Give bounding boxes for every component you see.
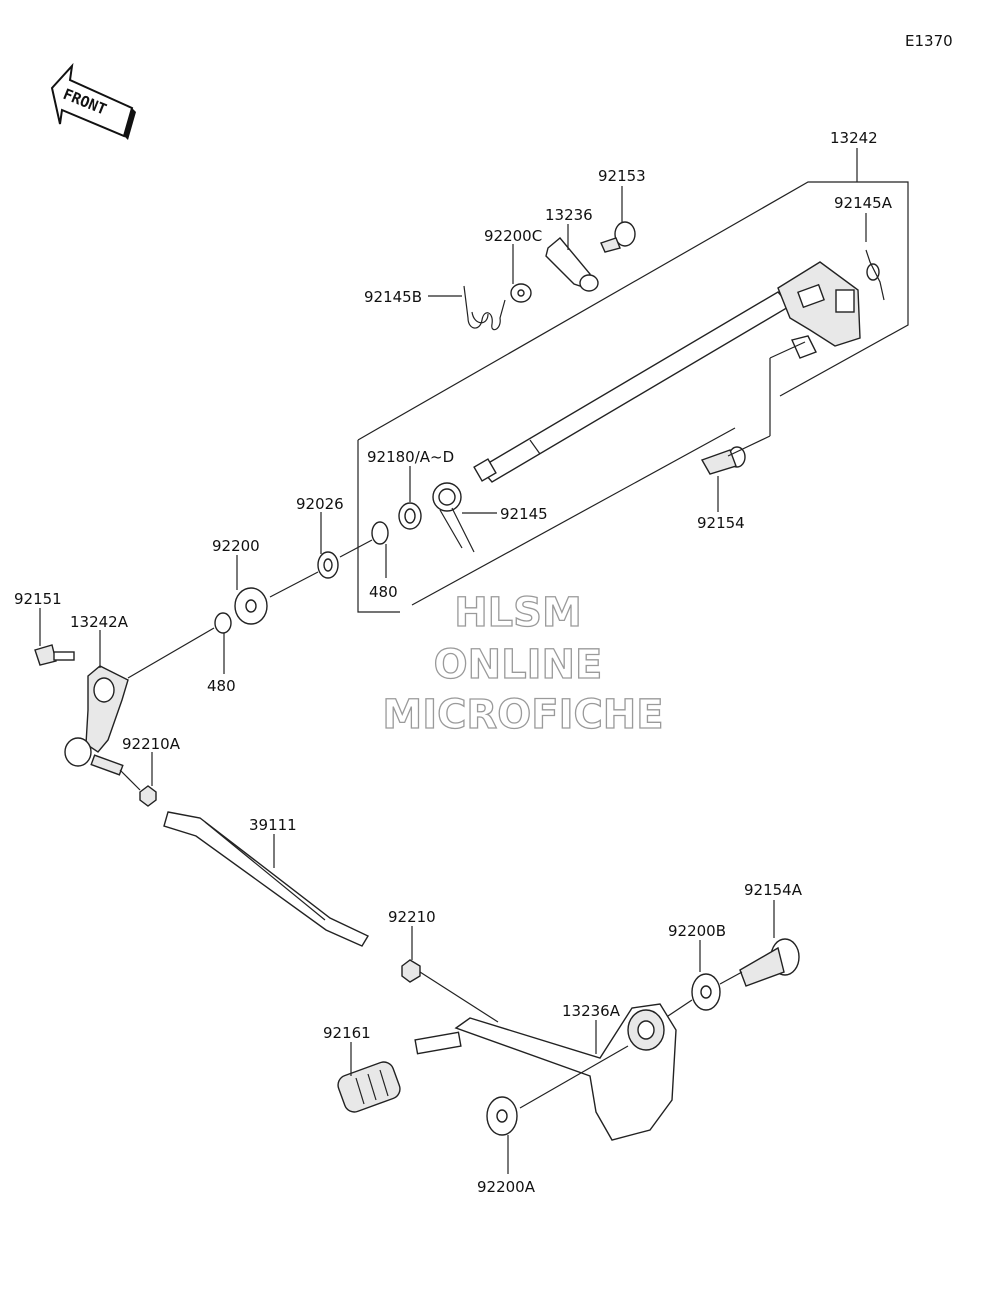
washer-92200C	[510, 283, 532, 303]
label-480-upper: 480	[369, 583, 398, 601]
label-92200B: 92200B	[668, 922, 726, 940]
spring-92145A	[865, 249, 885, 301]
nut-92210A	[139, 785, 157, 807]
label-92200C: 92200C	[484, 227, 542, 245]
label-13242A: 13242A	[70, 613, 129, 631]
label-13236: 13236	[545, 206, 593, 224]
washer-92200B	[691, 973, 721, 1011]
label-92210A: 92210A	[122, 735, 181, 753]
label-39111: 39111	[249, 816, 297, 834]
bolt-92154	[700, 446, 746, 475]
bolt-92151	[34, 644, 75, 666]
pedal-rubber-92161	[337, 1061, 401, 1113]
tie-rod-39111	[163, 811, 369, 947]
front-arrow-icon: FRONT	[50, 62, 136, 140]
label-92210: 92210	[388, 908, 436, 926]
label-92154: 92154	[697, 514, 745, 532]
label-92153: 92153	[598, 167, 646, 185]
pivot-bolt-92154A	[739, 938, 800, 987]
shift-shaft-13242	[473, 261, 861, 483]
label-13242: 13242	[830, 129, 878, 147]
circlip-480-upper	[371, 521, 389, 545]
circlip-480-lower	[214, 612, 232, 634]
label-92145: 92145	[500, 505, 548, 523]
shift-pedal-13236A	[414, 1003, 677, 1141]
shift-arm-13242A	[64, 665, 129, 776]
label-92200A: 92200A	[477, 1178, 536, 1196]
part-labels: 13242 92145A 92153 13236 92200C 92145B 9…	[14, 129, 893, 1196]
label-92180: 92180/A~D	[367, 448, 454, 466]
watermark-line-2: ONLINE	[434, 642, 603, 688]
label-480-lower: 480	[207, 677, 236, 695]
washer-92180	[398, 502, 422, 530]
leader-lines	[39, 186, 867, 1174]
bolt-92153	[600, 221, 636, 253]
washer-92200	[234, 587, 268, 625]
spring-92145B	[463, 285, 506, 331]
label-13236A: 13236A	[562, 1002, 621, 1020]
nut-92210	[401, 959, 421, 983]
label-92154A: 92154A	[744, 881, 803, 899]
washer-92200A	[486, 1096, 518, 1136]
washer-92026	[317, 551, 339, 579]
label-92161: 92161	[323, 1024, 371, 1042]
label-92145A: 92145A	[834, 194, 893, 212]
lever-13236	[545, 237, 599, 292]
diagram-id: E1370	[905, 32, 953, 50]
spring-92145	[432, 482, 475, 553]
label-92200: 92200	[212, 537, 260, 555]
watermark: HLSM ONLINE MICROFICHE	[382, 589, 665, 738]
label-92026: 92026	[296, 495, 344, 513]
assembly-outline	[357, 148, 909, 613]
watermark-line-3: MICROFICHE	[382, 692, 663, 738]
watermark-line-1: HLSM	[454, 590, 582, 636]
label-92151: 92151	[14, 590, 62, 608]
label-92145B: 92145B	[364, 288, 422, 306]
